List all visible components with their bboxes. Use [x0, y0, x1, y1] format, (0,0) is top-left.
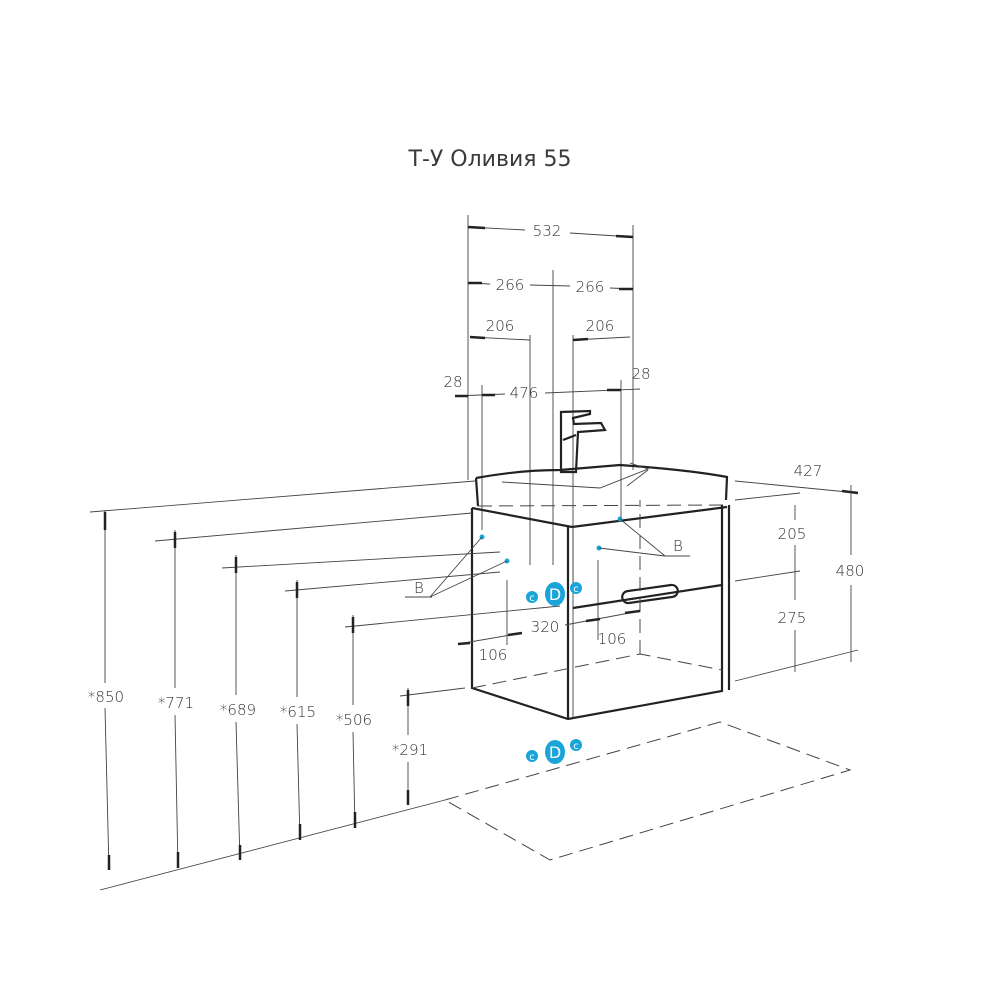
label-476: 476 [510, 384, 539, 402]
svg-text:D: D [549, 585, 561, 604]
faucet [559, 409, 607, 474]
connection-markers-floor: c D c [526, 739, 582, 764]
label-291: *291 [392, 741, 428, 759]
label-689: *689 [220, 701, 256, 719]
label-28-right: 28 [631, 365, 650, 383]
label-771: *771 [158, 694, 194, 712]
label-106-right: 106 [598, 630, 627, 648]
label-850: *850 [88, 688, 124, 706]
cold-connection-icon [526, 750, 538, 762]
label-480: 480 [836, 562, 865, 580]
label-b-left: B [414, 579, 424, 597]
dim-532: 532 [467, 222, 634, 240]
svg-text:c: c [573, 741, 579, 752]
drawing-title: Т-У Оливия 55 [408, 147, 572, 172]
label-206-left: 206 [486, 317, 515, 335]
label-28-left: 28 [443, 373, 462, 391]
drain-icon [545, 582, 565, 606]
label-615: *615 [280, 703, 316, 721]
top-extension-lines [467, 215, 634, 645]
dim-266: 266 266 [467, 276, 634, 296]
dim-320-106: 320 106 106 [457, 609, 641, 664]
floor-footprint [443, 721, 852, 861]
label-b-right: B [673, 537, 683, 555]
connection-markers-wall: c D c [526, 582, 582, 606]
cold-connection-icon [526, 591, 538, 603]
cabinet [470, 500, 731, 721]
drawer-handle[interactable] [621, 583, 679, 605]
label-320: 320 [531, 618, 560, 636]
label-206-right: 206 [586, 317, 615, 335]
label-532: 532 [533, 222, 562, 240]
label-427: 427 [794, 462, 823, 480]
svg-text:c: c [529, 593, 535, 604]
label-205: 205 [778, 525, 807, 543]
svg-text:D: D [549, 743, 561, 762]
label-506: *506 [336, 711, 372, 729]
drain-icon [545, 740, 565, 764]
sink [474, 462, 729, 507]
hot-connection-icon [570, 582, 582, 594]
label-266-left: 266 [496, 276, 525, 294]
label-275: 275 [778, 609, 807, 627]
label-106-left: 106 [479, 646, 508, 664]
svg-text:c: c [573, 584, 579, 595]
right-dimensions: 427 480 205 275 [734, 462, 865, 682]
label-266-right: 266 [576, 278, 605, 296]
b-markers: B B [405, 516, 690, 598]
dim-476: 28 476 28 [443, 365, 650, 402]
dim-206: 206 206 [469, 317, 631, 342]
hot-connection-icon [570, 739, 582, 751]
svg-text:c: c [529, 752, 535, 763]
height-dimensions: *850 *771 *689 *615 *506 *291 [88, 480, 561, 891]
